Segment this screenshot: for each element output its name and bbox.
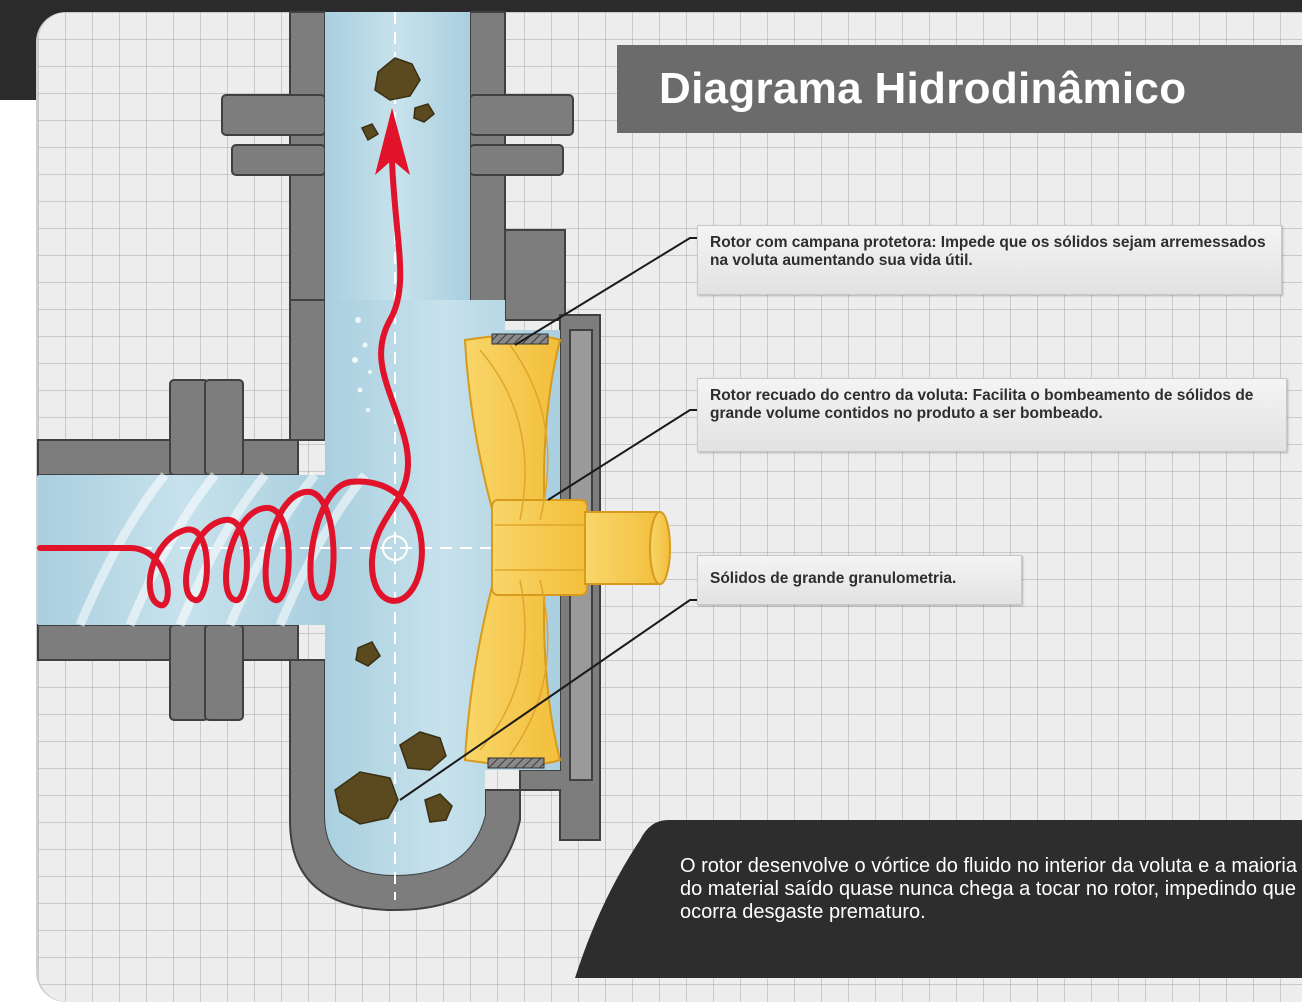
shroud-hatch-top: [491, 333, 549, 345]
center-mark: [382, 535, 408, 561]
bubbles: [352, 317, 372, 412]
solid-particle: [424, 793, 453, 823]
solid-particle: [360, 123, 380, 142]
rotor-vane-lines: [479, 344, 585, 756]
flow-arrowhead: [375, 108, 410, 175]
solids: [334, 57, 453, 825]
title-banner: Diagrama Hidrodinâmico: [617, 45, 1302, 133]
solid-particle: [413, 103, 435, 123]
flow-arrow: [37, 157, 425, 609]
page-title: Diagrama Hidrodinâmico: [659, 64, 1187, 113]
solid-particle: [399, 731, 447, 771]
shroud-hatch-bottom: [487, 757, 545, 769]
callout-shroud: Rotor com campana protetora: Impede que …: [697, 225, 1282, 295]
pump-diagram: [37, 11, 1302, 978]
solid-particle: [355, 641, 381, 667]
rotor: [463, 334, 671, 766]
callout-recessed-rotor-text: Rotor recuado do centro da voluta: Facil…: [710, 387, 1254, 422]
solid-particle: [334, 771, 399, 825]
leader-lines: [399, 237, 700, 801]
footer-shape: [575, 820, 1302, 978]
footer-description: O rotor desenvolve o vórtice do fluido n…: [680, 855, 1298, 923]
solid-particle: [374, 57, 421, 101]
callout-solids-text: Sólidos de grande granulometria.: [710, 570, 957, 587]
callout-solids: Sólidos de grande granulometria.: [697, 555, 1022, 605]
callout-shroud-text: Rotor com campana protetora: Impede que …: [710, 234, 1266, 269]
callout-recessed-rotor: Rotor recuado do centro da voluta: Facil…: [697, 378, 1287, 452]
